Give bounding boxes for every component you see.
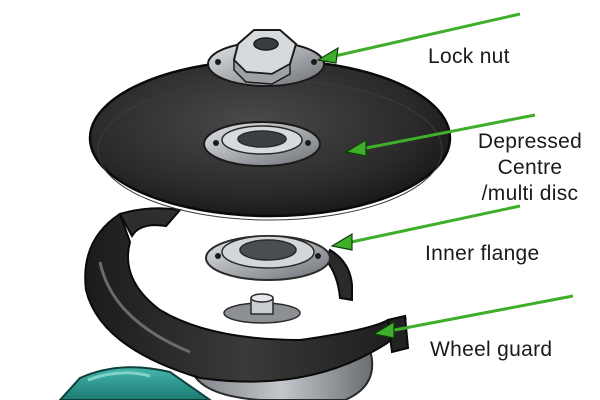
wheel-guard — [84, 207, 410, 383]
leader-arrows — [316, 12, 574, 339]
label-wheel-guard: Wheel guard — [430, 338, 553, 361]
lock-nut — [207, 29, 325, 87]
arrow-inner-flange — [330, 204, 521, 251]
label-disc-line-3: /multi disc — [481, 182, 579, 205]
label-inner-flange: Inner flange — [425, 242, 540, 265]
arrow-lock-nut — [316, 12, 521, 64]
label-disc-line-1: Depressed — [477, 130, 583, 153]
label-disc-line-2: Centre — [497, 156, 563, 179]
grinder-body — [58, 366, 212, 400]
arrow-disc — [344, 113, 536, 157]
label-depressed-centre-disc: Depressed Centre /multi disc — [462, 129, 598, 207]
label-lock-nut: Lock nut — [428, 45, 510, 68]
arrow-wheel-guard — [372, 294, 574, 339]
inner-flange — [205, 235, 331, 281]
